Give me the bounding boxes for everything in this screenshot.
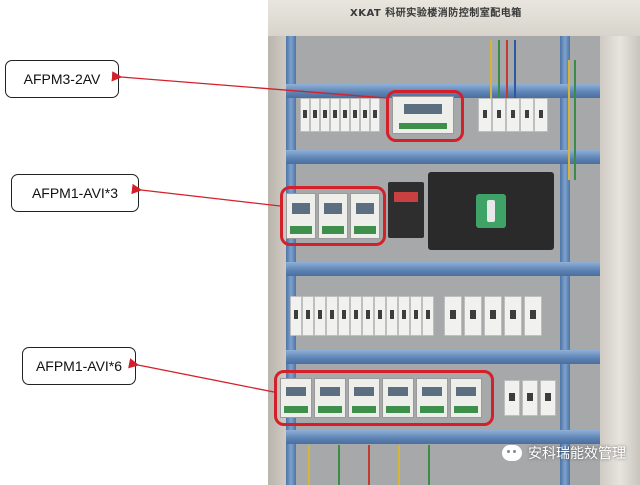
din-rail-5 <box>286 430 600 444</box>
wire <box>514 40 516 100</box>
wire <box>574 60 576 180</box>
breaker <box>524 296 542 336</box>
meter-module <box>392 96 454 134</box>
breaker <box>374 296 386 336</box>
switch-handle <box>476 194 506 228</box>
callout-afpm1-avi-3: AFPM1-AVI*3 <box>11 174 139 212</box>
highlight-afpm3-2av <box>386 90 464 142</box>
meter-module <box>450 378 482 418</box>
highlight-afpm1-avi-3 <box>280 186 386 246</box>
wire <box>506 40 508 100</box>
breaker <box>464 296 482 336</box>
meter-module <box>382 378 414 418</box>
mounting-post-right <box>560 36 570 485</box>
wire <box>568 60 570 180</box>
highlight-afpm1-avi-6 <box>274 370 494 426</box>
wire <box>498 40 500 100</box>
breaker <box>522 380 538 416</box>
breaker <box>326 296 338 336</box>
wire <box>490 40 492 100</box>
door-frame-right <box>600 36 640 485</box>
cabinet-photo: XKAT 科研实验楼消防控制室配电箱 <box>268 0 640 485</box>
breaker <box>422 296 434 336</box>
breaker <box>290 296 302 336</box>
meter-module <box>416 378 448 418</box>
watermark: 安科瑞能效管理 <box>502 443 626 463</box>
breaker <box>362 296 374 336</box>
breaker <box>340 98 350 132</box>
breaker <box>310 98 320 132</box>
breaker <box>520 98 534 132</box>
breaker <box>504 296 522 336</box>
watermark-text: 安科瑞能效管理 <box>528 446 626 462</box>
mounting-post-left <box>286 36 296 485</box>
breaker <box>350 98 360 132</box>
meter-module <box>286 193 316 239</box>
breaker <box>506 98 520 132</box>
wire <box>308 445 310 485</box>
breaker <box>478 98 492 132</box>
breaker <box>300 98 310 132</box>
din-rail-3 <box>286 262 600 276</box>
panel-top-bar <box>268 0 640 36</box>
wire <box>338 445 340 485</box>
panel-title: XKAT 科研实验楼消防控制室配电箱 <box>350 8 522 19</box>
meter-module <box>280 378 312 418</box>
breaker <box>398 296 410 336</box>
breaker <box>534 98 548 132</box>
wechat-icon <box>502 445 522 461</box>
panel-meter <box>388 182 424 238</box>
din-rail-2 <box>286 150 600 164</box>
breaker <box>320 98 330 132</box>
breaker <box>492 98 506 132</box>
meter-module <box>350 193 380 239</box>
breaker <box>444 296 462 336</box>
transfer-switch <box>428 172 554 250</box>
meter-module <box>314 378 346 418</box>
wire <box>428 445 430 485</box>
wire <box>368 445 370 485</box>
meter-module <box>348 378 380 418</box>
meter-module <box>318 193 348 239</box>
callout-afpm1-avi-6: AFPM1-AVI*6 <box>22 347 136 385</box>
breaker <box>410 296 422 336</box>
breaker <box>330 98 340 132</box>
wire <box>398 445 400 485</box>
breaker <box>338 296 350 336</box>
breaker <box>540 380 556 416</box>
breaker <box>350 296 362 336</box>
callout-afpm3-2av: AFPM3-2AV <box>5 60 119 98</box>
breaker <box>360 98 370 132</box>
arrow-afpm1-avi-3 <box>131 183 281 207</box>
breaker <box>484 296 502 336</box>
breaker <box>370 98 380 132</box>
breaker <box>386 296 398 336</box>
breaker <box>504 380 520 416</box>
breaker <box>314 296 326 336</box>
breaker <box>302 296 314 336</box>
arrow-afpm1-avi-6 <box>128 358 275 393</box>
din-rail-4 <box>286 350 600 364</box>
